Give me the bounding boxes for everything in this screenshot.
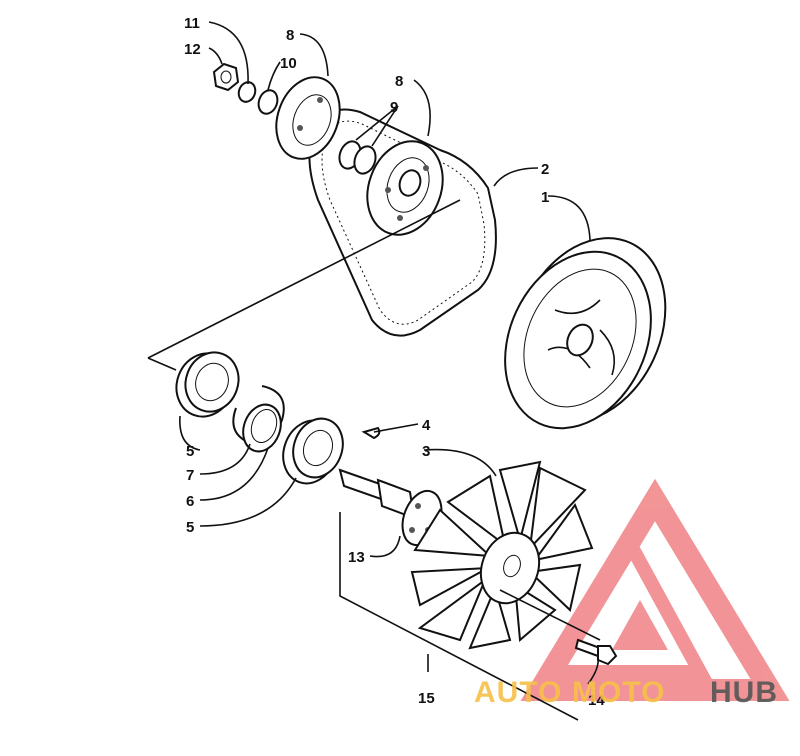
watermark-text-auto: AUTO: [474, 676, 562, 709]
callout-numbers: 11 12 8 10 8 9 2 1 4 3 5 7 6 5 13 15 14: [184, 15, 605, 709]
spacer-ring: [242, 403, 282, 453]
lock-washer: [237, 81, 257, 103]
watermark-text-hub: HUB: [710, 676, 778, 709]
callout-1: 1: [541, 189, 549, 206]
callout-13: 13: [348, 549, 365, 566]
watermark-text: AUTO MOTO HUB: [474, 676, 778, 709]
callout-8-lower: 8: [395, 73, 403, 90]
sheave-half-outer: [275, 76, 341, 160]
cooling-fan: [410, 460, 594, 650]
callout-2: 2: [541, 161, 549, 178]
callout-15: 15: [418, 690, 435, 707]
callout-6: 6: [186, 493, 194, 510]
callout-4: 4: [422, 417, 431, 434]
callout-10: 10: [280, 55, 297, 72]
bearing-lower: [282, 417, 344, 485]
watermark-text-moto: MOTO: [572, 676, 665, 709]
bolt: [574, 638, 618, 666]
callout-14: 14: [588, 692, 605, 709]
callout-11: 11: [184, 15, 200, 32]
bearing-upper: [175, 351, 240, 418]
hex-nut: [212, 62, 240, 92]
callout-12: 12: [184, 41, 201, 58]
sheave-half-inner: [366, 140, 444, 236]
callout-5-upper: 5: [186, 443, 194, 460]
callout-5-lower: 5: [186, 519, 194, 536]
leader-lines: [147, 21, 601, 721]
flat-washer: [257, 89, 279, 115]
callout-8-upper: 8: [286, 27, 294, 44]
pulley: [504, 237, 667, 430]
watermark-logo-icon: [520, 478, 790, 701]
woodruff-key: [361, 426, 381, 440]
callout-3: 3: [422, 443, 430, 460]
callout-7: 7: [186, 467, 194, 484]
washer-pair: [338, 140, 377, 175]
callout-9: 9: [390, 99, 398, 116]
